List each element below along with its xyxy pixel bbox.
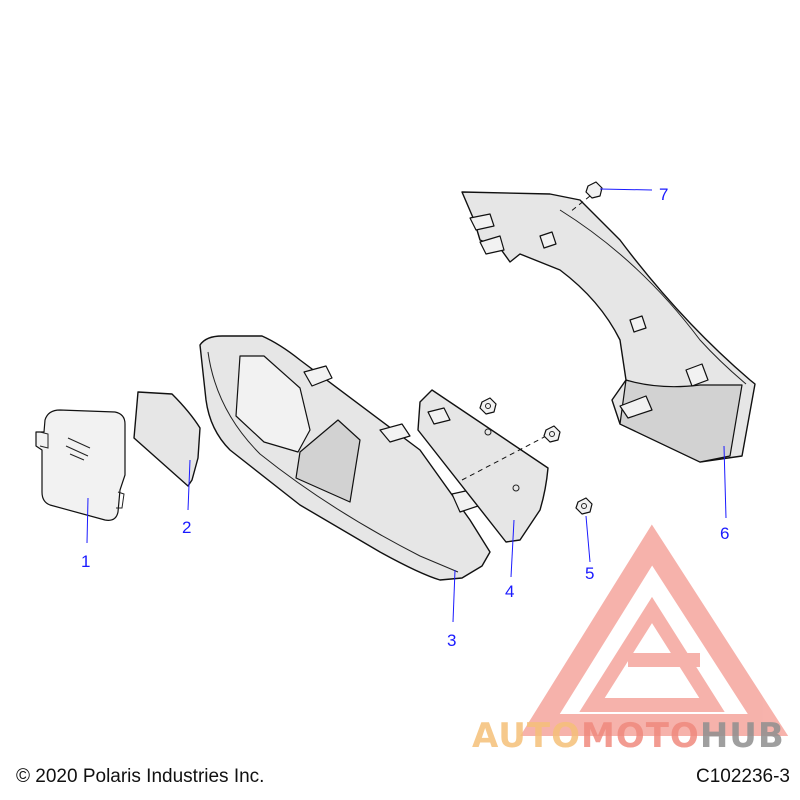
callout-7: 7 — [659, 185, 668, 204]
callout-2: 2 — [182, 518, 191, 537]
part-5-nuts — [479, 397, 593, 515]
leader-lines — [86, 188, 727, 623]
callout-3: 3 — [447, 631, 456, 650]
callout-4: 4 — [505, 582, 514, 601]
part-7-fastener — [569, 181, 603, 213]
watermark-logo — [520, 524, 789, 736]
part-6-upper-panel — [461, 191, 756, 463]
callout-6: 6 — [720, 524, 729, 543]
part-1-cover — [35, 409, 126, 521]
watermark-moto: MOTO — [580, 716, 700, 756]
part-3-side-panel — [199, 335, 491, 581]
copyright-notice: © 2020 Polaris Industries Inc. — [16, 766, 265, 787]
figure-id: C102236-3 — [695, 766, 790, 787]
callout-5: 5 — [585, 564, 594, 583]
watermark-auto: AUTO — [472, 716, 581, 756]
callout-1: 1 — [81, 552, 90, 571]
part-4-plate — [417, 389, 551, 543]
watermark-hub: HUB — [699, 716, 785, 756]
part-2-panel — [133, 391, 201, 487]
watermark-text: AUTOMOTOHUB — [472, 716, 785, 756]
